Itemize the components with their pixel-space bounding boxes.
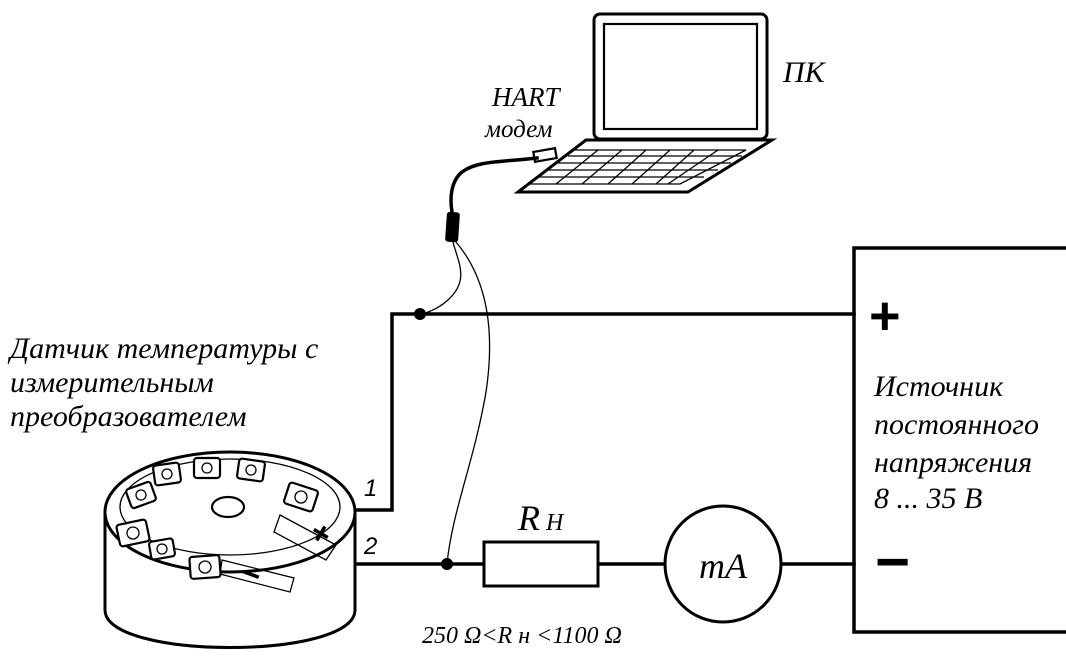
source-label-line2: постоянного (874, 408, 1039, 441)
wire-2-label: 2 (363, 533, 377, 560)
pc-label: ПК (782, 56, 827, 89)
source-plus-sign: + (868, 286, 900, 346)
resistor-range-label: 250 Ω<R н <1100 Ω (422, 623, 622, 649)
junction-bottom (441, 558, 453, 570)
power-supply (852, 246, 1066, 634)
load-resistor (482, 540, 600, 588)
sensor-label-line1: Датчик температуры с (7, 332, 318, 365)
ammeter (663, 504, 783, 624)
source-minus-sign: − (874, 528, 909, 595)
laptop-icon (513, 12, 778, 194)
hart-label-line2: модем (484, 116, 553, 143)
sensor-label-line2: измерительным (10, 366, 214, 399)
ammeter-label: mA (699, 546, 748, 586)
circuit-wires (336, 308, 856, 570)
wire-1-label: 1 (364, 475, 377, 502)
hart-label-line1: HART (491, 82, 561, 112)
junction-top (414, 308, 426, 320)
source-label-line4: 8 ... 35 В (874, 482, 982, 515)
temperature-sensor (103, 450, 357, 649)
source-label-line3: напряжения (874, 446, 1032, 479)
source-label-line1: Источник (873, 370, 1004, 403)
sensor-label-line3: преобразователем (10, 400, 247, 433)
